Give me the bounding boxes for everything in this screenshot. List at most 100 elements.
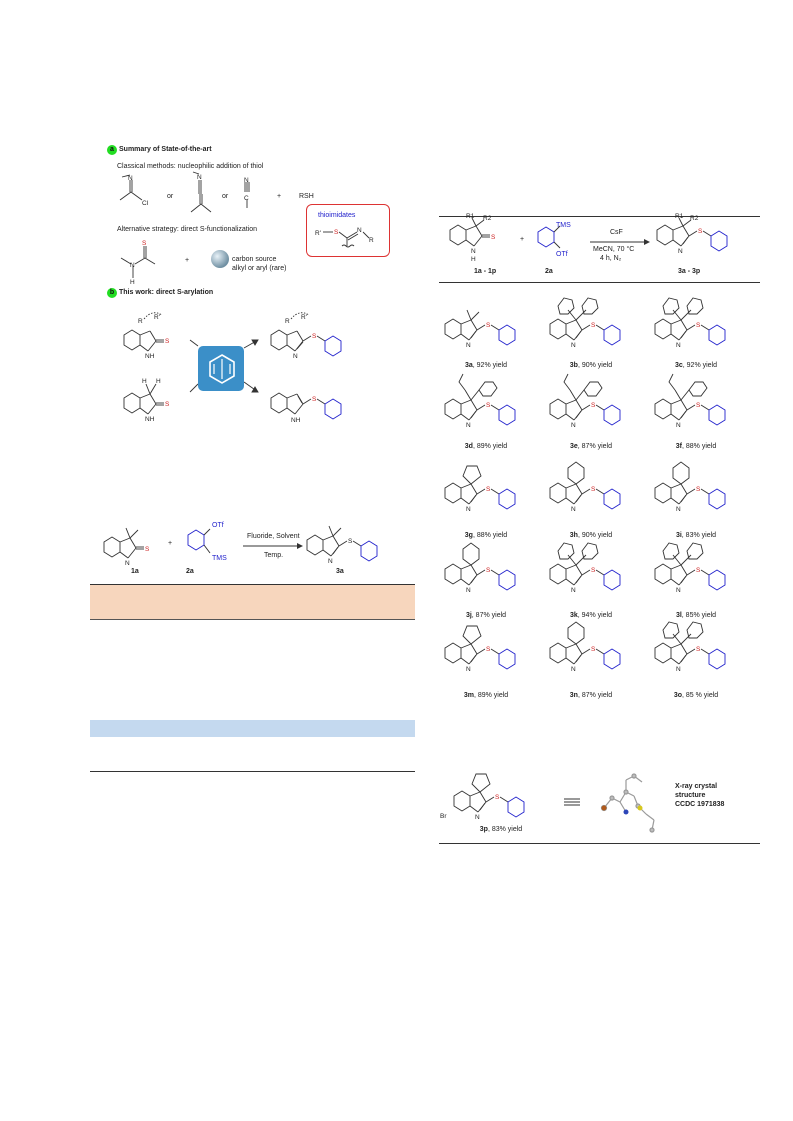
product-3i-structure: SN (654, 461, 726, 513)
product-yield: , 87% yield (577, 692, 613, 699)
svg-text:S: S (696, 646, 701, 653)
ketenimine-structure: N (190, 171, 212, 213)
svg-text:S: S (145, 546, 150, 553)
product-id: 3b (569, 362, 578, 369)
svg-text:S: S (591, 646, 596, 653)
svg-text:S: S (591, 402, 596, 409)
svg-text:S: S (312, 333, 317, 340)
alternative-strategy-text: Alternative strategy: direct S-functiona… (117, 226, 258, 233)
product-3o-structure: SN (654, 621, 726, 673)
svg-text:R2: R2 (483, 215, 492, 222)
right-label-left: 1a - 1p (474, 268, 497, 275)
plus-text-1: + (277, 193, 282, 200)
svg-text:N: N (676, 422, 681, 429)
product-yield-label: 3c, 92% yield (641, 362, 751, 369)
svg-text:R2: R2 (690, 215, 699, 222)
product-yield-label: 3m, 89% yield (431, 692, 541, 699)
svg-text:S: S (696, 402, 701, 409)
scheme-condition: Temp. (264, 552, 284, 559)
panel-a-badge: a (107, 145, 117, 155)
svg-text:S: S (486, 322, 491, 329)
svg-text:N: N (676, 666, 681, 673)
product-3j-structure: SN (444, 542, 516, 594)
right-cond2: 4 h, N₂ (600, 255, 622, 262)
product-id: 3o (673, 692, 682, 699)
svg-text:S: S (486, 567, 491, 574)
svg-text:N: N (466, 422, 471, 429)
svg-text:N: N (128, 175, 133, 182)
xray-line3: CCDC 1971838 (675, 801, 725, 808)
right-tms-label: TMS (556, 222, 571, 229)
svg-text:N: N (466, 587, 471, 594)
svg-text:S: S (591, 486, 596, 493)
svg-text:S: S (142, 240, 147, 247)
reaction-arrows (189, 339, 259, 393)
svg-text:S: S (698, 228, 703, 235)
scheme-arrow (243, 543, 303, 549)
or-text-2: or (222, 193, 229, 200)
imidoyl-chloride-structure: N Cl (119, 174, 149, 207)
product-yield-label: 3h, 90% yield (536, 532, 646, 539)
product-yield: , 85 % yield (681, 692, 719, 699)
thioimidates-label: thioimidates (318, 212, 356, 219)
product-id: 3k (569, 612, 578, 619)
xray-crystal-image (600, 773, 655, 833)
product-id: 3a (464, 362, 473, 369)
scheme-label-1a: 1a (131, 568, 139, 575)
svg-text:S: S (486, 646, 491, 653)
product-yield: , 94% yield (577, 612, 613, 619)
product-id: 3c (674, 362, 683, 369)
svg-text:N: N (197, 174, 202, 181)
svg-text:S: S (696, 322, 701, 329)
svg-text:H: H (471, 256, 476, 263)
svg-text:S: S (495, 794, 500, 801)
svg-text:C: C (244, 195, 249, 202)
right-arrow (590, 239, 650, 245)
product-3l-structure: SN (654, 542, 726, 594)
svg-text:N: N (676, 587, 681, 594)
right-top-rule (439, 216, 760, 217)
product-yield: , 88% yield (472, 532, 508, 539)
scheme-label-3a: 3a (336, 568, 344, 575)
svg-text:Cl: Cl (142, 200, 149, 207)
product-3k-structure: SN (549, 542, 621, 594)
scheme-label-2a: 2a (186, 568, 194, 575)
table-bottom-rule (90, 771, 415, 772)
svg-text:S: S (696, 567, 701, 574)
product-yield-label: 3b, 90% yield (536, 362, 646, 369)
scheme-plus: + (168, 540, 173, 547)
right-label-mid: 2a (545, 268, 553, 275)
product-yield: , 89% yield (473, 692, 509, 699)
xray-line1: X-ray crystal (675, 783, 718, 790)
product-3m-structure: SN (444, 625, 516, 673)
svg-text:R: R (138, 318, 143, 325)
svg-text:R': R' (301, 314, 307, 321)
product-yield-label: 3d, 89% yield (431, 443, 541, 450)
product-id: 3f (675, 443, 682, 450)
product-id: 3h (569, 532, 578, 539)
product-3c-structure: SN (654, 297, 726, 349)
table-band-row (90, 720, 415, 737)
product-3h-structure: SN (549, 461, 621, 513)
product-yield: , 92% yield (472, 362, 508, 369)
svg-text:R1: R1 (466, 213, 475, 220)
product-yield-label: 3p, 83% yield (446, 826, 556, 833)
svg-text:S: S (696, 486, 701, 493)
right-label-right: 3a - 3p (678, 268, 701, 275)
thioimidates-box (306, 204, 390, 257)
right-otf-label: OTf (556, 251, 568, 258)
svg-text:N: N (125, 560, 130, 567)
product-id: 3j (465, 612, 472, 619)
product-id: 3l (675, 612, 682, 619)
svg-text:H: H (130, 279, 135, 286)
table-header-row (90, 585, 415, 619)
carbon-source-sphere-icon (211, 250, 229, 268)
svg-text:N: N (678, 248, 683, 255)
product-id: 3d (464, 443, 473, 450)
right-bottom-rule (439, 843, 760, 844)
product-yield: , 88% yield (681, 443, 717, 450)
carbon-source-text: carbon source (232, 256, 277, 263)
svg-text:Br: Br (440, 813, 447, 820)
